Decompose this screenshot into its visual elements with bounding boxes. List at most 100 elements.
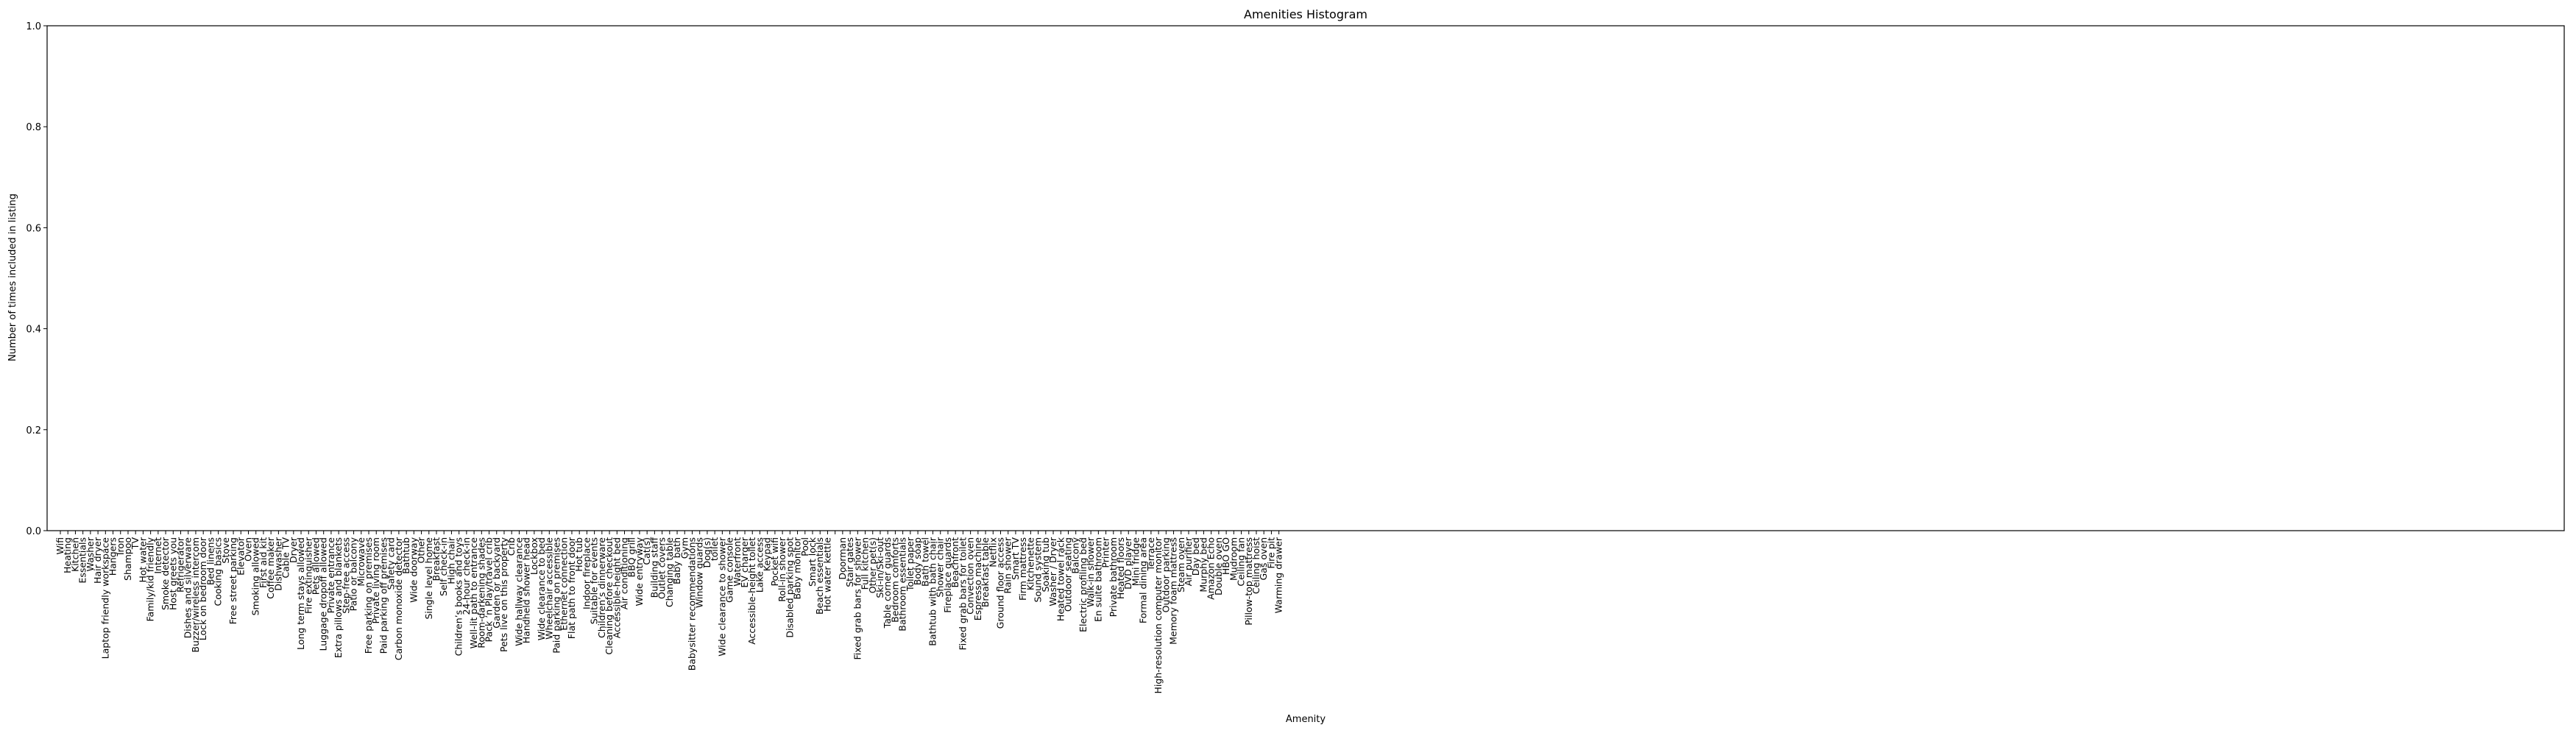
x-tick-label: Smart lock	[807, 537, 818, 587]
x-tick-label: Air conditioning	[619, 537, 630, 609]
x-axis-label: Amenity	[1286, 714, 1326, 725]
x-tick-label: Private bathroom	[1108, 537, 1119, 617]
x-tick-label: Step-free access	[340, 537, 351, 614]
x-tick-label: Double oven	[1213, 537, 1224, 595]
x-tick-label: Cooking basics	[213, 537, 224, 606]
x-tick-label: Washer	[85, 537, 96, 571]
x-tick-label: Washer / Dryer	[1047, 537, 1058, 606]
x-tick-label: Beach essentials	[814, 537, 825, 615]
x-tick-label: Dishes and silverware	[183, 537, 194, 639]
x-tick-label: Outdoor parking	[1160, 537, 1171, 612]
x-tick-label: Handheld shower head	[521, 537, 532, 643]
x-tick-label: Cable TV	[280, 537, 291, 578]
x-tick-label: Dryer	[288, 537, 299, 563]
x-tick-label: High-resolution computer monitor	[1153, 537, 1164, 693]
x-tick-label: Fire pit	[1265, 537, 1276, 569]
x-tick-label: Pack ’n Play/travel crib	[484, 537, 495, 643]
x-tick-label: Memory foam mattress	[1168, 537, 1179, 645]
x-tick-label: Dog(s)	[701, 537, 712, 567]
x-tick-label: Keypad	[762, 537, 773, 571]
x-tick-label: Espresso machine	[972, 537, 983, 621]
x-tick-label: Wide doorway	[408, 537, 419, 602]
x-tick-label: Family/kid friendly	[145, 537, 156, 621]
x-tick-label: Gas oven	[1258, 537, 1269, 581]
x-tick-label: Babysitter recommendations	[686, 537, 697, 670]
x-tick-label: Refrigerator	[175, 537, 186, 592]
x-tick-label: Well-lit path to entrance	[468, 537, 479, 649]
x-tick-label: Pets allowed	[310, 537, 321, 595]
x-tick-label: Paid parking on premises	[551, 537, 562, 654]
x-tick-label: Suitable for events	[589, 537, 600, 624]
x-tick-label: Air purifier	[1183, 537, 1194, 586]
x-tick-label: 24-hour check-in	[461, 537, 472, 615]
x-tick-label: First aid kit	[258, 537, 269, 588]
y-axis-label: Number of times included in listing	[7, 194, 18, 361]
x-tick-label: Smoke detector	[160, 537, 171, 610]
x-tick-label: Wide clearance to bed	[536, 537, 547, 640]
x-tick-label: Game console	[724, 537, 735, 603]
x-tick-label: Roll-in shower	[776, 537, 788, 602]
x-tick-label: Wide entryway	[634, 537, 645, 606]
x-tick-label: Shower chair	[935, 537, 946, 597]
x-tick-label: Ethernet connection	[559, 537, 570, 631]
x-tick-label: High chair	[445, 537, 456, 584]
x-tick-label: Rain shower	[1002, 537, 1013, 593]
x-tick-label: Breakfast	[431, 537, 442, 581]
x-tick-label: Single level home	[423, 537, 434, 620]
x-tick-label: Elevator	[235, 537, 246, 576]
y-tick-label: 0.4	[26, 325, 41, 336]
x-tick-label: Outdoor seating	[1062, 537, 1073, 612]
x-tick-label: Walk-in shower	[1085, 537, 1096, 607]
x-tick-label: Internet	[152, 537, 163, 574]
x-tick-label: Fire extinguisher	[302, 537, 314, 614]
x-tick-label: Terrace	[1145, 537, 1156, 572]
x-tick-label: Hair dryer	[92, 537, 103, 584]
x-tick-label: Heated towel rack	[1055, 537, 1066, 621]
x-tick-label: Garden or backyard	[491, 537, 502, 629]
x-tick-label: Stair gates	[844, 537, 855, 587]
x-tick-label: Fixed grab bars for shower	[852, 537, 863, 659]
x-tick-label: Microwave	[355, 537, 367, 587]
x-tick-label: Cat(s)	[641, 537, 652, 565]
x-tick-label: Netflix	[987, 537, 998, 567]
x-tick-label: Outlet covers	[657, 537, 668, 599]
x-tick-label: Pool	[799, 537, 810, 556]
x-tick-label: Kitchenette	[1025, 537, 1036, 590]
x-tick-label: Children’s dinnerware	[596, 537, 607, 638]
x-tick-label: Carbon monoxide detector	[393, 537, 404, 660]
y-tick-label: 1.0	[26, 21, 41, 32]
x-tick-label: Wide hallway clearance	[513, 537, 524, 646]
x-tick-label: Mudroom	[1228, 537, 1239, 581]
y-axis: 0.00.20.40.60.81.0	[26, 21, 47, 537]
x-tick-label: Luggage dropoff allowed	[318, 537, 329, 651]
x-tick-label: Bathroom essentials	[897, 537, 908, 631]
x-tick-label: Baby bath	[671, 537, 682, 584]
x-tick-label: Essentials	[77, 537, 88, 584]
x-tick-label: Heated floors	[1115, 537, 1126, 599]
x-tick-label: Fixed grab bars for toilet	[957, 537, 968, 651]
x-tick-label: Disabled parking spot	[784, 537, 795, 638]
x-tick-label: Smart TV	[1010, 537, 1021, 580]
x-tick-label: Ceiling hoist	[1250, 537, 1262, 594]
x-tick-label: Hot tub	[573, 537, 584, 572]
x-tick-label: Convection oven	[965, 537, 976, 615]
x-tick-label: Laptop friendly workspace	[99, 537, 110, 659]
x-tick-label: Full kitchen	[860, 537, 871, 590]
x-tick-label: Free parking on premises	[363, 537, 374, 654]
x-tick-label: Indoor fireplace	[581, 537, 592, 609]
x-tick-label: TV	[130, 537, 141, 551]
x-tick-label: Pocket wifi	[769, 537, 780, 587]
x-tick-label: Electric profiling bed	[1078, 537, 1089, 632]
x-tick-label: Window guards	[694, 537, 705, 608]
x-tick-label: Children’s books and toys	[453, 537, 464, 656]
x-tick-label: Firm mattress	[1017, 537, 1028, 601]
x-tick-label: Ground floor access	[995, 537, 1006, 629]
y-tick-label: 0.0	[26, 526, 41, 537]
x-tick-label: Steam oven	[1175, 537, 1186, 592]
x-tick-label: Day bed	[1190, 537, 1201, 576]
x-tick-label: Changing table	[664, 537, 675, 607]
x-tick-label: Dishwasher	[272, 537, 283, 591]
x-tick-label: Oven	[243, 537, 254, 562]
